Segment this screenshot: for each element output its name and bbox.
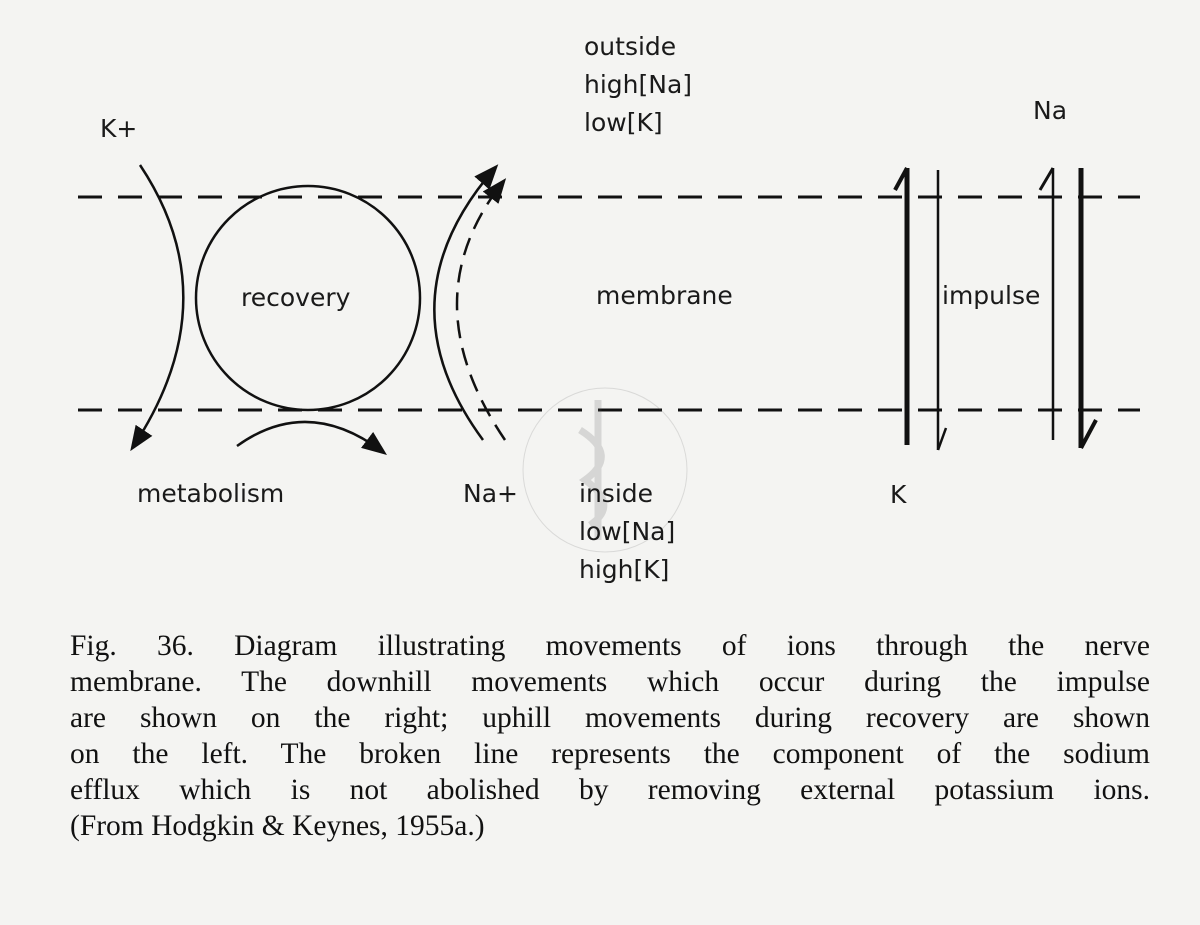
inside-label: inside <box>579 479 654 508</box>
na-outward-arrow <box>433 164 499 441</box>
caption-line: Fig. 36. Diagram illustrating movements … <box>70 630 1150 662</box>
k-inward-arrow <box>130 164 185 452</box>
outside-label: outside <box>584 32 677 61</box>
membrane-label: membrane <box>596 281 733 310</box>
caption-line: are shown on the right; uphill movements… <box>70 702 1150 734</box>
figure-caption: Fig. 36. Diagram illustrating movements … <box>70 628 1150 844</box>
caption-line: on the left. The broken line represents … <box>70 738 1150 770</box>
outside-low-k: low[K] <box>584 108 663 137</box>
inside-low-na: low[Na] <box>579 517 676 546</box>
na-outward-broken-arrow <box>455 178 507 441</box>
caption-line: membrane. The downhill movements which o… <box>70 666 1150 698</box>
na-plus-label: Na+ <box>463 479 518 508</box>
inside-high-k: high[K] <box>579 555 670 584</box>
outside-high-na: high[Na] <box>584 70 693 99</box>
recovery-label: recovery <box>241 283 351 312</box>
caption-line: efflux which is not abolished by removin… <box>70 774 1150 806</box>
metabolism-arrow <box>236 420 387 456</box>
caption-line: (From Hodgkin & Keynes, 1955a.) <box>70 810 485 842</box>
k-plus-label: K+ <box>100 114 138 143</box>
impulse-label: impulse <box>942 281 1041 310</box>
watermark-stamp <box>522 387 688 553</box>
na-top-label: Na <box>1033 96 1068 125</box>
metabolism-label: metabolism <box>137 479 285 508</box>
recovery-cycle <box>194 184 422 412</box>
k-bottom-label: K <box>890 480 907 509</box>
